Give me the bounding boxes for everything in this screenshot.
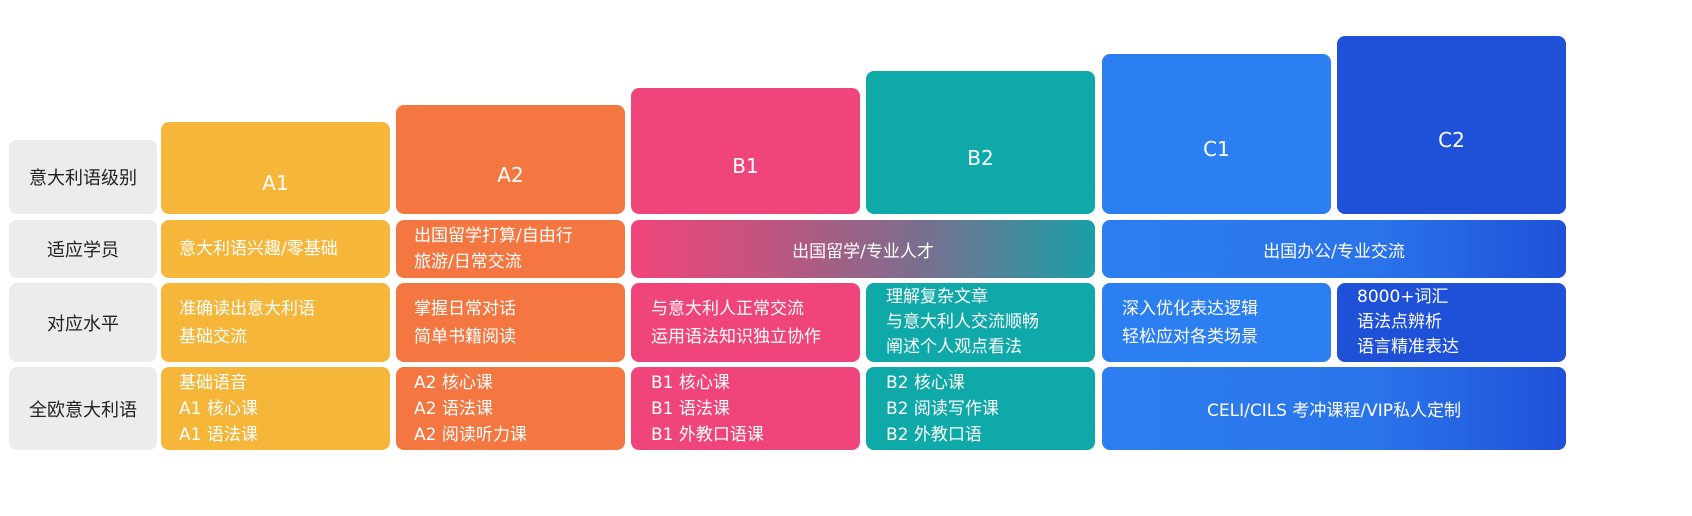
students-a2: 出国留学打算/自由行 旅游/日常交流 [396,220,625,278]
courses-b1-line: B1 外教口语课 [651,424,764,445]
row-header-courses-label: 全欧意大利语 [29,399,137,421]
proficiency-b2-line: 与意大利人交流顺畅 [886,312,1039,332]
proficiency-b1-line: 与意大利人正常交流 [651,298,804,319]
level-c1: C1 [1102,54,1331,214]
row-header-proficiency-label: 对应水平 [47,313,119,335]
courses-c1-c2: CELI/CILS 考冲课程/VIP私人定制 [1102,367,1566,450]
courses-a2-line: A2 语法课 [414,398,493,419]
courses-b2-line: B2 阅读写作课 [886,398,999,419]
proficiency-c1-line: 深入优化表达逻辑 [1122,298,1258,319]
proficiency-a2-line: 简单书籍阅读 [414,326,516,347]
level-b2: B2 [866,71,1095,214]
proficiency-c2: 8000+词汇 语法点辨析 语言精准表达 [1337,283,1566,362]
level-a2-label: A2 [497,162,524,187]
proficiency-a1: 准确读出意大利语 基础交流 [161,283,390,362]
level-c1-label: C1 [1203,137,1230,161]
proficiency-b2-line: 理解复杂文章 [886,287,988,307]
students-a1: 意大利语兴趣/零基础 [161,220,390,278]
proficiency-c1: 深入优化表达逻辑 轻松应对各类场景 [1102,283,1331,362]
row-header-students: 适应学员 [9,220,157,278]
level-b1: B1 [631,88,860,214]
students-c-text: 出国办公/专业交流 [1263,241,1405,262]
proficiency-a2: 掌握日常对话 简单书籍阅读 [396,283,625,362]
courses-b1-line: B1 核心课 [651,372,730,393]
students-a2-line: 出国留学打算/自由行 [414,226,573,246]
proficiency-b1-line: 运用语法知识独立协作 [651,326,821,347]
courses-b1-line: B1 语法课 [651,398,730,419]
courses-b1: B1 核心课 B1 语法课 B1 外教口语课 [631,367,860,450]
proficiency-c2-line: 语法点辨析 [1357,312,1442,332]
row-header-level: 意大利语级别 [9,140,157,214]
row-header-courses: 全欧意大利语 [9,367,157,450]
level-a1-label: A1 [262,171,289,195]
proficiency-b2: 理解复杂文章 与意大利人交流顺畅 阐述个人观点看法 [866,283,1095,362]
row-header-students-label: 适应学员 [47,240,119,261]
courses-a1: 基础语音 A1 核心课 A1 语法课 [161,367,390,450]
students-b-text: 出国留学/专业人才 [792,241,934,262]
proficiency-c1-line: 轻松应对各类场景 [1122,326,1258,347]
courses-c-text: CELI/CILS 考冲课程/VIP私人定制 [1207,401,1461,421]
students-b1-b2: 出国留学/专业人才 [631,220,1095,278]
proficiency-c2-line: 8000+词汇 [1357,287,1449,307]
courses-a2-line: A2 核心课 [414,372,493,393]
proficiency-c2-line: 语言精准表达 [1357,337,1459,357]
level-c2: C2 [1337,36,1566,214]
proficiency-b2-line: 阐述个人观点看法 [886,337,1022,357]
proficiency-a2-line: 掌握日常对话 [414,298,516,319]
level-b2-label: B2 [967,145,994,170]
courses-b2: B2 核心课 B2 阅读写作课 B2 外教口语 [866,367,1095,450]
students-c1-c2: 出国办公/专业交流 [1102,220,1566,278]
row-header-level-label: 意大利语级别 [29,168,137,189]
proficiency-b1: 与意大利人正常交流 运用语法知识独立协作 [631,283,860,362]
proficiency-a1-line: 准确读出意大利语 [179,298,315,319]
level-a2: A2 [396,105,625,214]
students-a2-line: 旅游/日常交流 [414,252,522,272]
proficiency-a1-line: 基础交流 [179,326,247,347]
courses-a2: A2 核心课 A2 语法课 A2 阅读听力课 [396,367,625,450]
students-a1-text: 意大利语兴趣/零基础 [179,239,338,259]
courses-b2-line: B2 外教口语 [886,424,982,445]
level-c2-label: C2 [1438,128,1465,152]
row-header-proficiency: 对应水平 [9,283,157,362]
level-a1: A1 [161,122,390,214]
level-b1-label: B1 [732,154,759,178]
courses-b2-line: B2 核心课 [886,372,965,393]
courses-a2-line: A2 阅读听力课 [414,424,527,445]
courses-a1-line: 基础语音 [179,372,247,393]
courses-a1-line: A1 核心课 [179,398,258,419]
courses-a1-line: A1 语法课 [179,424,258,445]
